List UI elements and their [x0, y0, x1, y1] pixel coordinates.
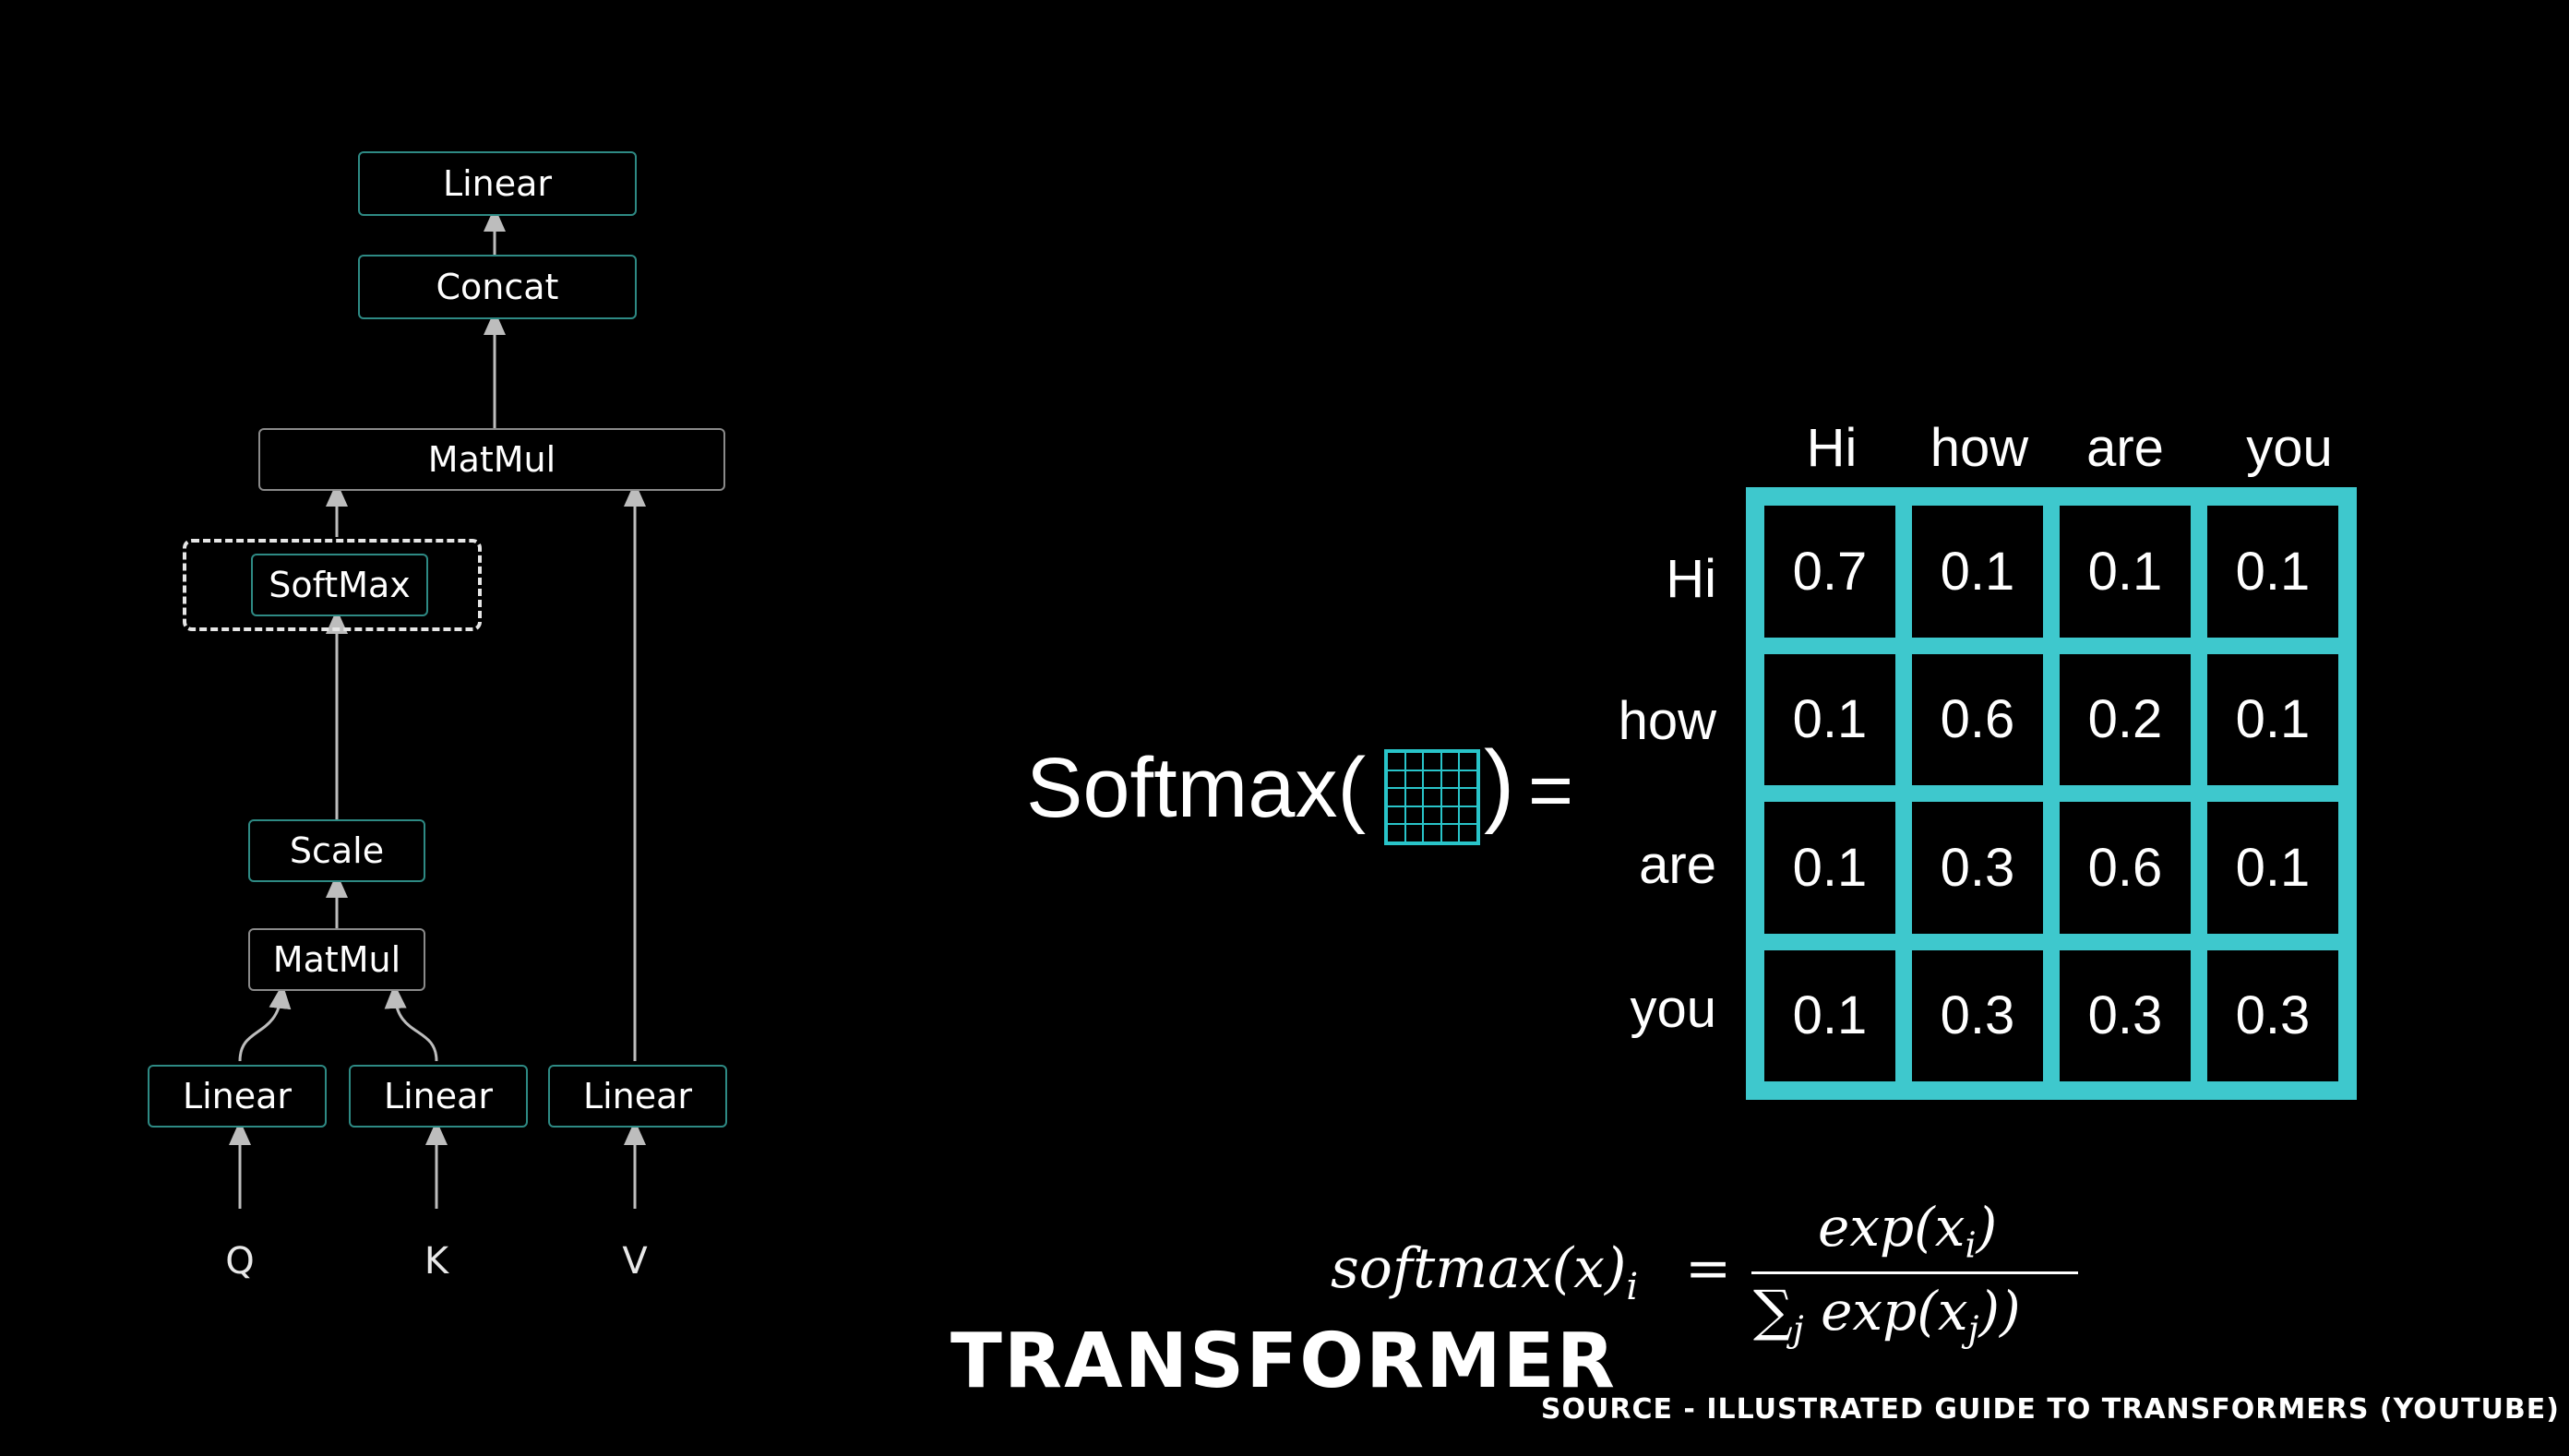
node-concat: Concat [358, 255, 637, 319]
matrix-cell: 0.3 [1912, 949, 2043, 1081]
input-k: K [424, 1240, 449, 1283]
source-credit: SOURCE - ILLUSTRATED GUIDE TO TRANSFORME… [1540, 1393, 2560, 1426]
matrix-col-label: Hi [1806, 418, 1858, 478]
softmax-highlight-box [183, 539, 482, 631]
matrix-row-label: how [1618, 691, 1716, 751]
matrix-cell: 0.1 [2060, 506, 2191, 638]
formula-equals: = [1685, 1236, 1732, 1301]
input-q: Q [225, 1240, 255, 1283]
formula-numerator-sub: i [1965, 1224, 1977, 1266]
matrix-cell: 0.3 [2060, 949, 2191, 1081]
formula-denominator-close: )) [1978, 1280, 2021, 1343]
node-linear-k: Linear [349, 1065, 528, 1128]
matrix-cell: 0.1 [2207, 653, 2338, 785]
node-linear-top: Linear [358, 151, 637, 216]
node-softmax: SoftMax [251, 554, 428, 616]
matrix-cell: 0.7 [1764, 506, 1895, 638]
arrow-lineark-matmul [384, 984, 438, 1062]
node-linear-q: Linear [148, 1065, 327, 1128]
matrix-cell: 0.1 [1764, 949, 1895, 1081]
matrix-row-label: you [1630, 979, 1716, 1039]
formula-numerator: exp(xi) [1818, 1196, 1997, 1266]
matrix-cell: 0.1 [2207, 802, 2338, 934]
node-matmul-bottom: MatMul [248, 928, 425, 991]
brand-title: TRANSFORMER [950, 1318, 1617, 1405]
matrix-cell: 0.3 [1912, 802, 2043, 934]
formula-lhs-sub: i [1626, 1266, 1639, 1308]
arrow-linearq-matmul [238, 984, 292, 1062]
formula-lhs-text: softmax(x) [1331, 1236, 1627, 1301]
formula-sum-sign: ∑ [1753, 1279, 1793, 1343]
formula-lhs: softmax(x)i [1331, 1236, 1638, 1308]
formula-denominator-text: exp(x [1821, 1280, 1968, 1343]
softmax-close-paren: ) [1484, 732, 1515, 835]
node-scale: Scale [248, 819, 425, 882]
formula-numerator-text: exp(x [1818, 1196, 1966, 1259]
matrix-cell: 0.2 [2060, 653, 2191, 785]
matrix-col-label: are [2086, 418, 2164, 478]
matrix-cell: 0.3 [2207, 949, 2338, 1081]
matrix-col-label: how [1930, 418, 2029, 478]
matrix-col-label: you [2246, 418, 2333, 478]
formula-denominator-sub: j [1967, 1308, 1979, 1350]
matrix-cell: 0.1 [1764, 802, 1895, 934]
node-matmul-top: MatMul [258, 428, 725, 491]
matrix-cell: 0.6 [2060, 802, 2191, 934]
matrix-cell: 0.1 [1764, 653, 1895, 785]
input-v: V [622, 1240, 648, 1283]
formula-sum-sub: j [1792, 1308, 1804, 1350]
matrix-cell: 0.1 [1912, 506, 2043, 638]
formula-denominator: ∑j exp(xj)) [1753, 1279, 2021, 1350]
matrix-cell: 0.1 [2207, 506, 2338, 638]
matrix-row-label: Hi [1666, 549, 1716, 609]
node-linear-v: Linear [548, 1065, 727, 1128]
softmax-label: Softmax( [1026, 741, 1367, 835]
attention-matrix: 0.7 0.1 0.1 0.1 0.1 0.6 0.2 0.1 0.1 0.3 … [1746, 487, 2357, 1100]
formula-fraction-line [1751, 1271, 2078, 1274]
mini-grid-icon [1384, 749, 1480, 845]
matrix-cell: 0.6 [1912, 653, 2043, 785]
matrix-row-label: are [1639, 835, 1716, 895]
formula-numerator-close: ) [1976, 1196, 1998, 1259]
softmax-equals: = [1528, 746, 1574, 833]
